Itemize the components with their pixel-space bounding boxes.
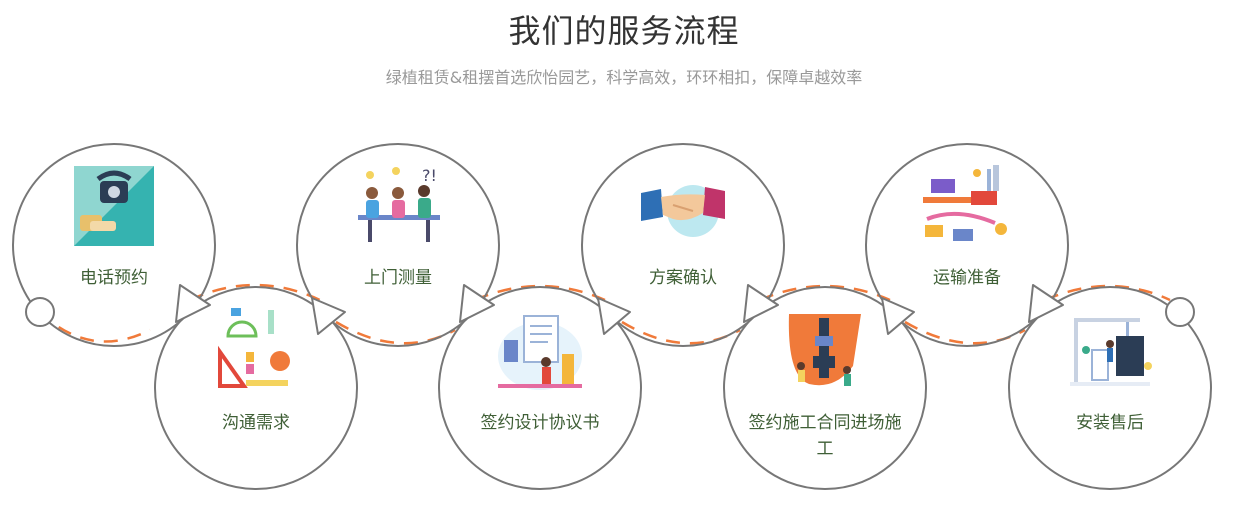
arrow-head-3: [459, 284, 495, 323]
step-label: 方案确认: [649, 268, 717, 288]
end-node: [1165, 297, 1195, 327]
arrow-head-1: [175, 284, 211, 323]
page-subtitle: 绿植租赁&租摆首选欣怡园艺，科学高效，环环相扣，保障卓越效率: [385, 68, 863, 87]
arrow-head-4: [597, 297, 631, 335]
step-label: 安装售后: [1076, 413, 1144, 433]
step-transport-preparation: 运输准备: [867, 145, 1067, 345]
team-meeting-icon: ?!: [358, 166, 440, 242]
step-label: 电话预约: [80, 268, 148, 288]
telephone-icon: [74, 166, 154, 246]
step-label: 沟通需求: [222, 413, 290, 433]
construction-icon: [788, 314, 861, 386]
logistics-icon: [923, 165, 1007, 241]
step-label: 运输准备: [933, 268, 1001, 288]
page-title: 我们的服务流程: [508, 12, 740, 50]
step-ring-2: [154, 286, 358, 490]
contract-signing-icon: [498, 315, 582, 390]
step-phone-appointment: 电话预约: [14, 145, 214, 345]
handshake-icon: [641, 185, 725, 237]
start-node: [25, 297, 55, 327]
arrow-head-5: [743, 284, 779, 323]
arrow-head-6: [881, 297, 915, 335]
step-installation-aftersales: 安装售后: [1010, 288, 1210, 488]
step-label: 签约设计协议书: [480, 413, 600, 433]
arrow-head-7: [1028, 284, 1064, 323]
step-label: 上门测量: [364, 268, 432, 288]
installation-icon: [1070, 318, 1152, 386]
step-ring-5: [581, 143, 785, 347]
step-ring-4: [438, 286, 642, 490]
step-plan-confirmation: 方案确认: [583, 145, 783, 345]
step-ring-8: [1008, 286, 1212, 490]
step-site-measurement: ?! 上门测量: [298, 145, 498, 345]
step-ring-6: [723, 286, 927, 490]
step-label: 签约施工合同进场施工: [748, 413, 902, 459]
arrow-head-2: [311, 297, 346, 335]
dashed-connector-line: [39, 283, 1171, 345]
step-construction-contract: 签约施工合同进场施工: [725, 288, 925, 488]
svg-text:?!: ?!: [422, 166, 437, 185]
step-ring-7: [865, 143, 1069, 347]
step-design-agreement: 签约设计协议书: [440, 288, 640, 488]
step-ring-3: [296, 143, 500, 347]
step-communication: 沟通需求: [156, 288, 356, 488]
drafting-tools-icon: [218, 308, 290, 388]
step-ring-1: [12, 143, 216, 347]
